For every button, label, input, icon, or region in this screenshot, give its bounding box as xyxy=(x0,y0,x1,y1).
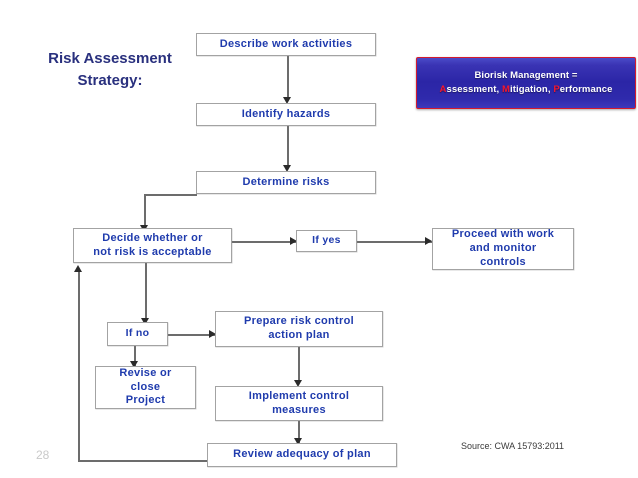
flow-node-identify-label: Identify hazards xyxy=(241,107,331,120)
flow-node-if-no-label: If no xyxy=(125,327,150,340)
arrow-implement-review xyxy=(294,438,302,445)
page-title-line-1: Risk Assessment xyxy=(48,50,172,67)
biorisk-callout-box: Biorisk Management = Assessment, Mitigat… xyxy=(416,57,636,109)
flow-node-revise[interactable]: Revise or close Project xyxy=(95,366,196,409)
arrow-decide-ifno xyxy=(141,318,149,325)
biorisk-initial-m: M xyxy=(501,84,510,95)
biorisk-initial-a: A xyxy=(439,84,447,95)
arrow-review-decide xyxy=(74,265,82,272)
flow-node-prepare-label: Prepare risk control action plan xyxy=(244,315,354,343)
connector-review-feedback-horizontal xyxy=(78,460,207,462)
biorisk-word-assessment: ssessment, xyxy=(446,84,502,95)
page-title-line-2: Strategy: xyxy=(77,71,143,89)
arrow-describe-identify xyxy=(283,97,291,104)
page-number: 28 xyxy=(36,448,50,462)
flow-node-implement-label: Implement control measures xyxy=(249,390,349,418)
biorisk-word-performance: erformance xyxy=(559,84,613,95)
arrow-decide-ifyes xyxy=(290,237,297,245)
flow-node-implement-line-1: Implement control xyxy=(248,389,350,402)
flow-node-prepare[interactable]: Prepare risk control action plan xyxy=(215,311,383,347)
biorisk-initial-p: P xyxy=(553,84,560,95)
flow-node-proceed[interactable]: Proceed with work and monitor controls xyxy=(432,228,574,270)
flow-node-describe-label: Describe work activities xyxy=(219,37,353,50)
flow-node-implement-line-2: measures xyxy=(272,403,326,416)
flow-node-proceed-line-3: controls xyxy=(480,255,526,268)
biorisk-callout-text: Biorisk Management = Assessment, Mitigat… xyxy=(440,69,613,98)
biorisk-callout-line-1: Biorisk Management = xyxy=(474,69,578,81)
connector-prepare-implement xyxy=(298,347,300,383)
flow-node-if-no[interactable]: If no xyxy=(107,322,168,346)
flow-node-proceed-line-2: and monitor xyxy=(469,242,537,255)
connector-ifno-revise xyxy=(134,346,136,366)
connector-implement-review xyxy=(298,421,300,443)
flow-node-prepare-line-2: action plan xyxy=(268,329,330,341)
connector-determine-decide-vertical xyxy=(144,194,146,232)
flow-node-proceed-label: Proceed with work and monitor controls xyxy=(452,228,554,269)
flow-node-decide-line-1: Decide whether or xyxy=(102,231,203,244)
flow-node-revise-line-1: Revise or xyxy=(119,366,172,379)
arrow-prepare-implement xyxy=(294,380,302,387)
flow-node-implement[interactable]: Implement control measures xyxy=(215,386,383,421)
biorisk-callout-line-2: Assessment, Mitigation, Performance xyxy=(440,83,613,97)
arrow-ifno-revise xyxy=(130,361,138,368)
flow-node-revise-label: Revise or close Project xyxy=(119,367,171,408)
page-title: Risk Assessment Strategy: xyxy=(30,48,190,92)
flow-node-decide[interactable]: Decide whether or not risk is acceptable xyxy=(73,228,232,263)
flow-node-proceed-line-1: Proceed with work xyxy=(451,228,555,241)
flow-node-revise-line-2: close xyxy=(130,380,161,393)
flow-node-prepare-line-1: Prepare risk control xyxy=(244,315,354,328)
flow-node-determine-label: Determine risks xyxy=(242,175,330,188)
flow-node-review[interactable]: Review adequacy of plan xyxy=(207,443,397,467)
connector-identify-determine xyxy=(287,126,289,168)
flow-node-identify[interactable]: Identify hazards xyxy=(196,103,376,126)
connector-describe-identify xyxy=(287,56,289,100)
flow-node-revise-line-3: Project xyxy=(125,394,166,407)
flow-node-if-yes-label: If yes xyxy=(312,234,341,247)
connector-decide-ifno xyxy=(145,263,147,321)
flow-node-decide-label: Decide whether or not risk is acceptable xyxy=(93,232,211,260)
arrow-ifyes-proceed xyxy=(425,237,432,245)
connector-determine-left xyxy=(144,194,197,196)
connector-ifno-prepare xyxy=(168,334,215,336)
arrow-ifno-prepare xyxy=(209,330,216,338)
source-note: Source: CWA 15793:2011 xyxy=(461,441,565,451)
flow-node-describe[interactable]: Describe work activities xyxy=(196,33,376,56)
flow-node-review-label: Review adequacy of plan xyxy=(233,448,371,461)
flow-node-if-yes[interactable]: If yes xyxy=(296,230,357,252)
connector-decide-ifyes xyxy=(232,241,296,243)
flow-node-decide-line-2: not risk is acceptable xyxy=(93,245,212,258)
connector-ifyes-proceed xyxy=(357,241,432,243)
connector-review-feedback-vertical xyxy=(78,270,80,461)
flow-node-determine[interactable]: Determine risks xyxy=(196,171,376,194)
biorisk-word-mitigation: itigation, xyxy=(509,84,554,95)
arrow-identify-determine xyxy=(283,165,291,172)
